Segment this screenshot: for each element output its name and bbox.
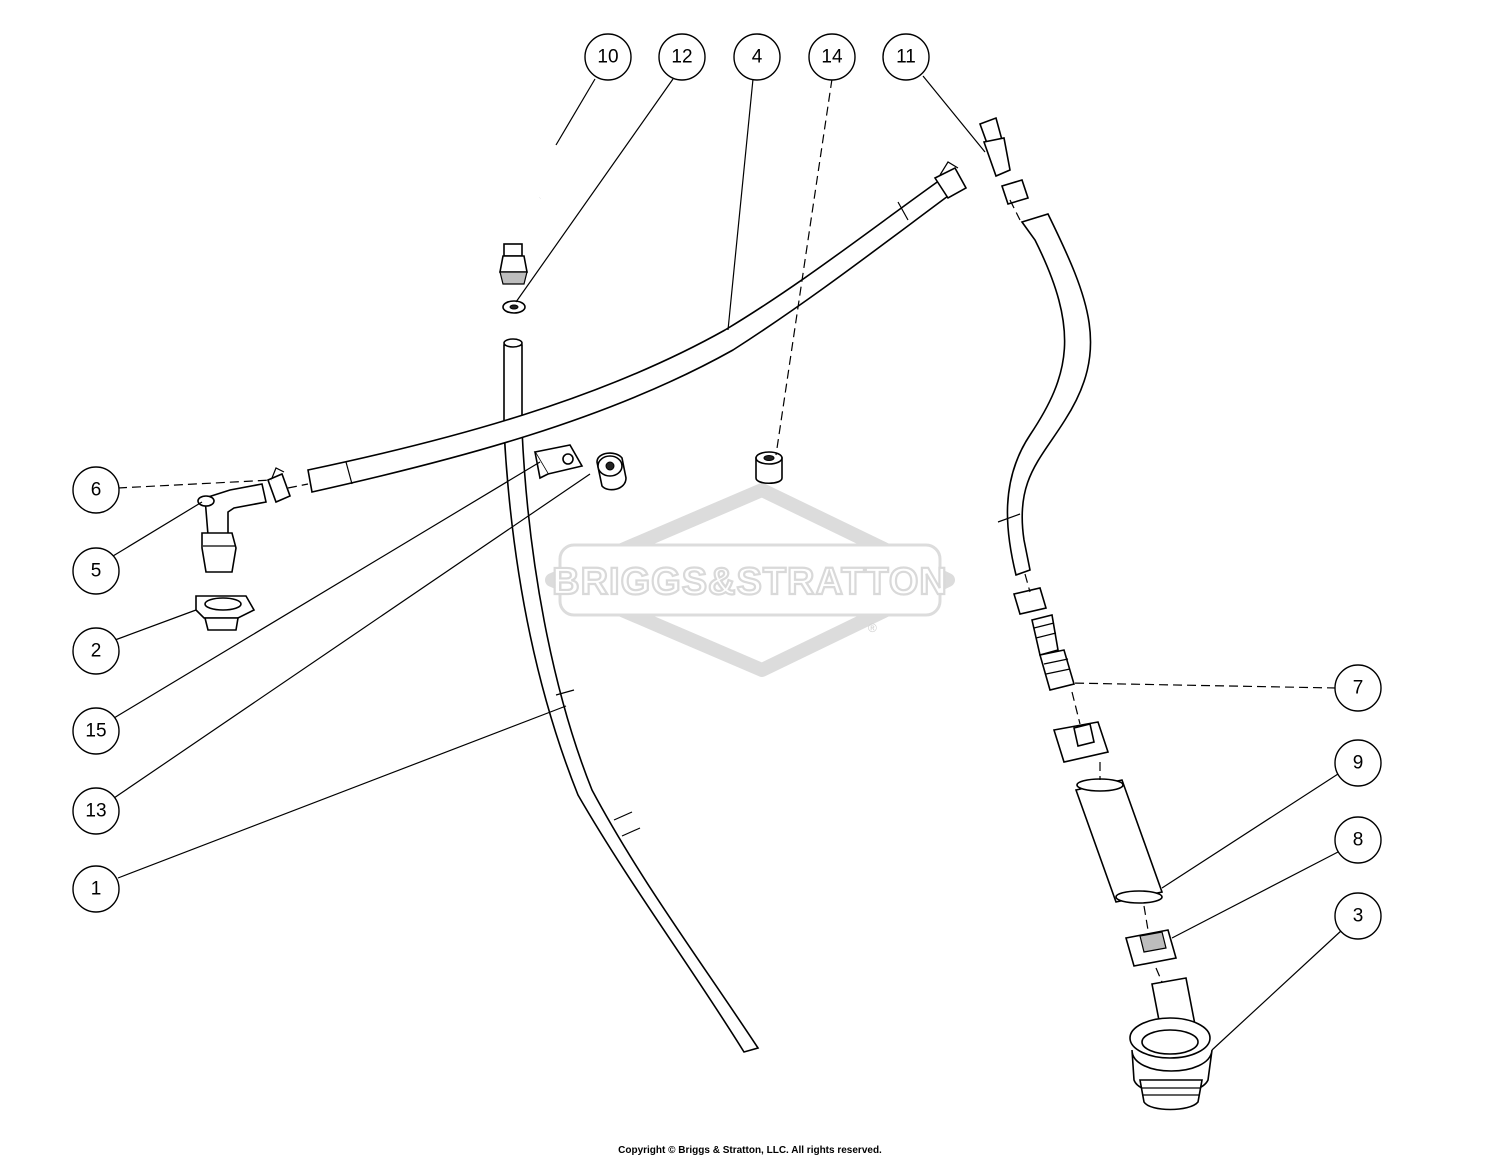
callout-15-label: 15 [85, 721, 106, 742]
part-4-hose [307, 161, 968, 493]
callout-10: 10 [584, 33, 632, 81]
part-1-tube [503, 338, 760, 1053]
callout-5: 5 [72, 547, 120, 595]
part-2-plug [195, 595, 256, 631]
watermark-text: BRIGGS&STRATTON [552, 561, 948, 603]
callout-2: 2 [72, 627, 120, 675]
briggs-stratton-watermark: BRIGGS&STRATTON ® [545, 483, 955, 677]
callout-3: 3 [1334, 892, 1382, 940]
callout-12: 12 [658, 33, 706, 81]
callout-1: 1 [72, 865, 120, 913]
watermark-registered-mark: ® [868, 621, 877, 635]
hose-clamp-middle [1052, 721, 1110, 763]
callout-11: 11 [882, 33, 930, 81]
callout-9-label: 9 [1353, 753, 1364, 774]
callout-10-label: 10 [597, 47, 618, 68]
part-10-dipstick [499, 142, 570, 285]
callout-14-label: 14 [821, 47, 843, 68]
callout-13: 13 [72, 787, 120, 835]
callout-14: 14 [808, 33, 856, 81]
callout-11-label: 11 [896, 47, 916, 68]
callout-4-label: 4 [752, 47, 763, 68]
part-5-elbow [197, 483, 267, 573]
part-7-connector [1012, 587, 1076, 691]
callout-5-label: 5 [91, 561, 102, 582]
callout-8-label: 8 [1353, 830, 1364, 851]
callout-1-label: 1 [91, 879, 102, 900]
part-3-drain-valve [1129, 977, 1213, 1111]
leader-lines [112, 75, 1343, 1051]
callout-3-label: 3 [1353, 906, 1364, 927]
callout-7: 7 [1334, 664, 1382, 712]
part-12-washer [502, 300, 526, 314]
callout-9: 9 [1334, 739, 1382, 787]
callout-4: 4 [733, 33, 781, 81]
part-15-bracket [533, 444, 584, 480]
part-9-hose [1074, 778, 1164, 904]
callout-13-label: 13 [85, 801, 106, 822]
callout-8: 8 [1334, 816, 1382, 864]
copyright-notice: Copyright © Briggs & Stratton, LLC. All … [618, 1145, 882, 1156]
part-14-grommet [755, 451, 783, 485]
part-8-clamp [1124, 929, 1178, 967]
callout-15: 15 [72, 707, 120, 755]
callout-2-label: 2 [91, 641, 102, 662]
callout-6: 6 [72, 466, 120, 514]
part-11-fitting [978, 116, 1092, 577]
callout-12-label: 12 [671, 47, 692, 68]
callout-7-label: 7 [1353, 678, 1364, 699]
part-6-clamp [266, 467, 292, 504]
callout-6-label: 6 [91, 480, 102, 501]
part-13-grommet [596, 452, 627, 491]
